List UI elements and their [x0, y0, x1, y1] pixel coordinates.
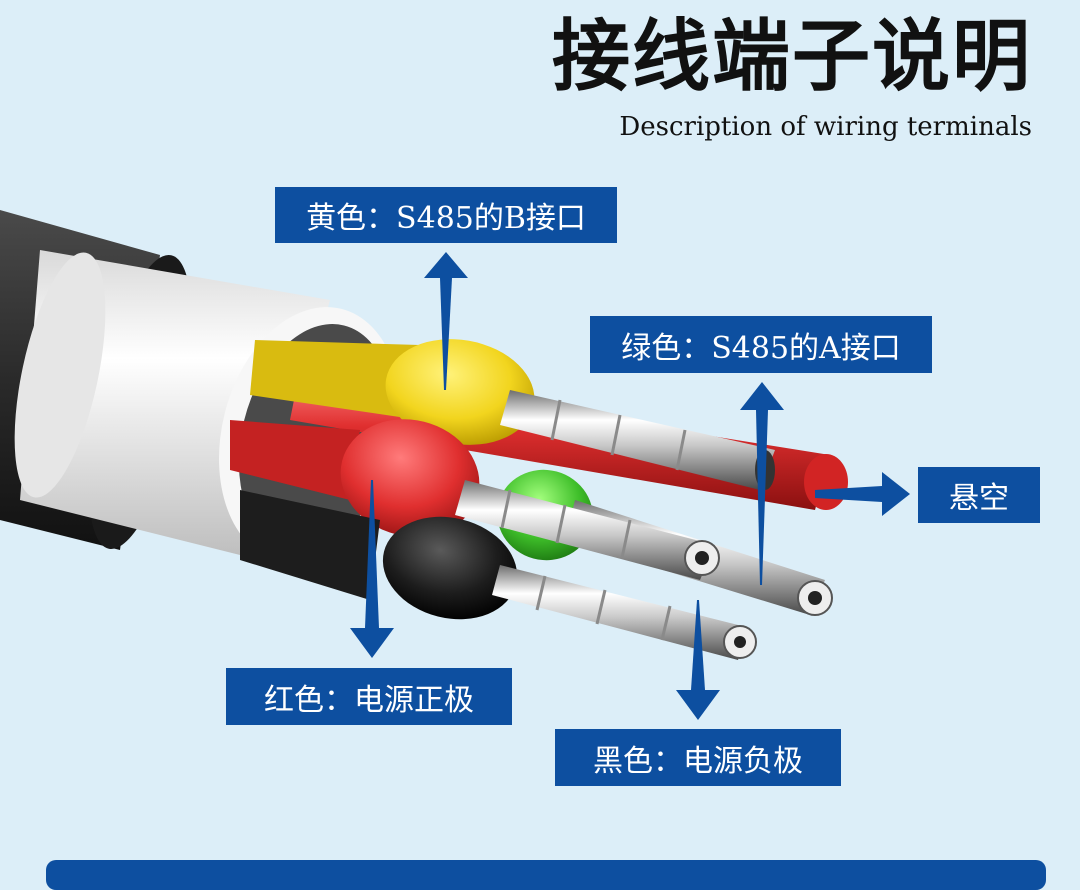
arrow-none	[815, 472, 910, 516]
arrow-green	[740, 382, 784, 585]
pointer-arrows	[350, 252, 910, 720]
arrow-yellow	[424, 252, 468, 390]
label-floating-wire: 悬空	[918, 467, 1040, 523]
page-title: 接线端子说明	[551, 11, 1032, 102]
arrow-black	[676, 600, 720, 720]
label-yellow-wire: 黄色：S485的B接口	[275, 187, 617, 243]
page-subtitle: Description of wiring terminals	[619, 112, 1032, 142]
cable-illustration	[0, 210, 910, 720]
bottom-banner	[46, 860, 1046, 890]
label-green-wire: 绿色：S485的A接口	[590, 316, 932, 373]
label-black-wire: 黑色：电源负极	[555, 729, 841, 786]
red-power-wire	[230, 419, 720, 580]
arrow-red	[350, 480, 394, 658]
label-red-wire: 红色：电源正极	[226, 668, 512, 725]
black-power-wire	[240, 490, 757, 660]
diagram-stage: 接线端子说明 Description of wiring terminals	[0, 11, 1046, 890]
